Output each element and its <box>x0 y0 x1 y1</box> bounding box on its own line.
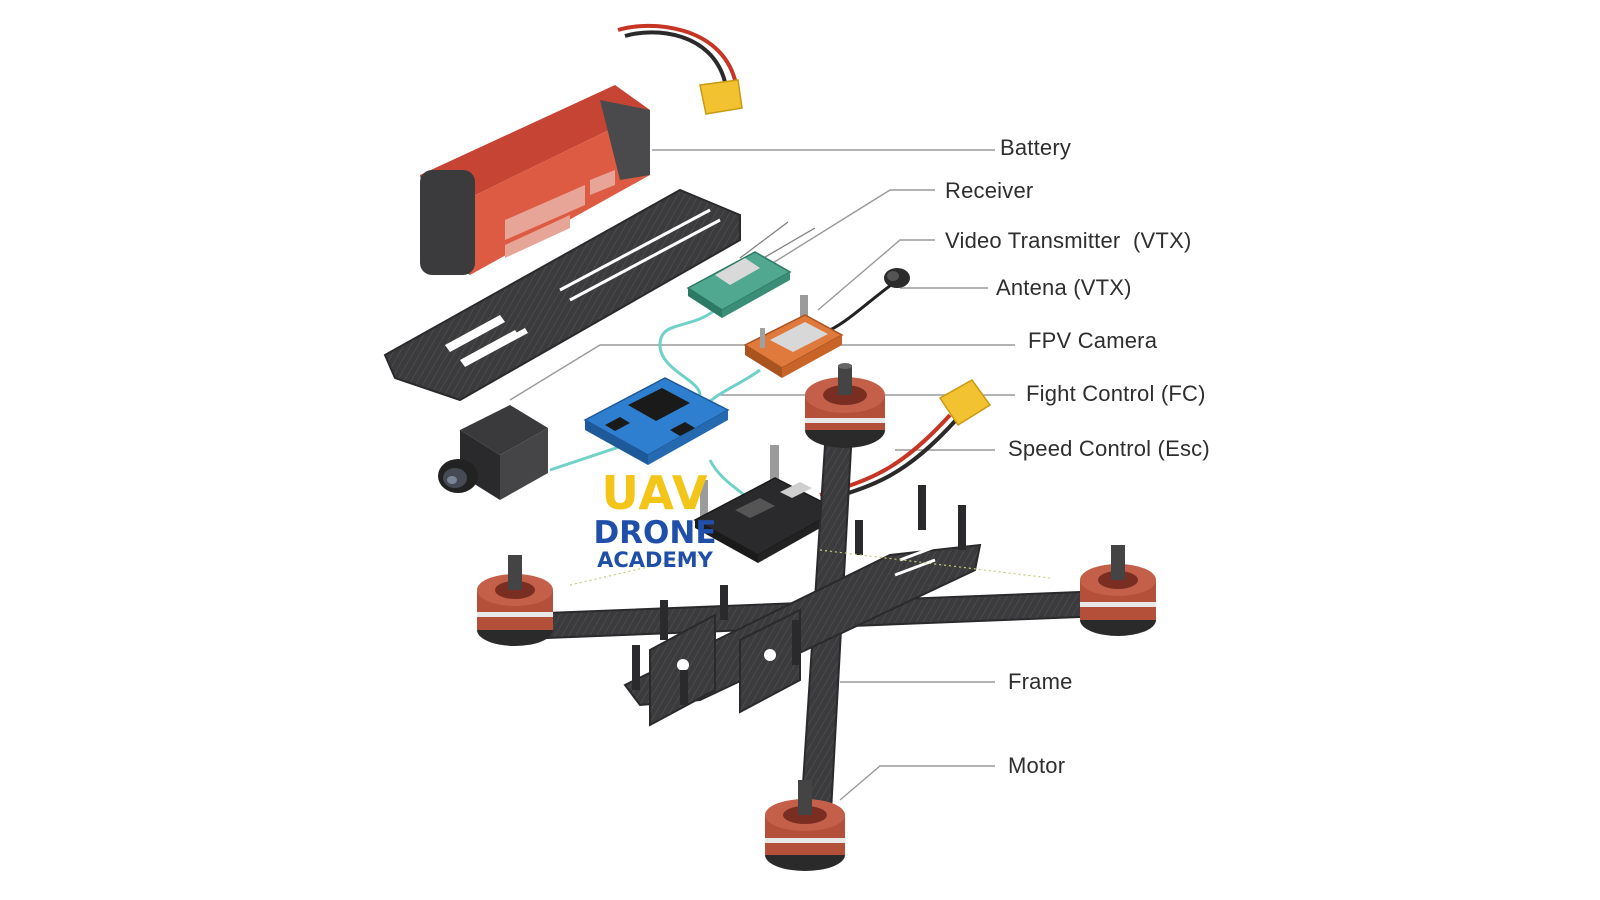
guide-dots <box>569 549 1051 586</box>
motor-right <box>1080 545 1156 636</box>
receiver-leader-line <box>767 189 935 267</box>
motor-top <box>805 363 885 448</box>
receiver-board <box>686 221 816 318</box>
label-antenna: Antena (VTX) <box>996 275 1132 300</box>
fpv-camera-leader-line <box>509 344 1015 401</box>
label-fc: Fight Control (FC) <box>1026 381 1206 406</box>
motor-left <box>477 555 553 646</box>
vtx-leader-line <box>817 239 935 311</box>
logo-line-drone: DRONE <box>593 515 717 551</box>
label-battery: Battery <box>1000 135 1072 160</box>
battery-pack <box>420 23 743 275</box>
fpv-camera <box>438 405 548 500</box>
label-vtx: Video Transmitter (VTX) <box>945 228 1192 253</box>
motor-bottom <box>765 780 845 871</box>
frame <box>494 429 1131 831</box>
label-receiver: Receiver <box>945 178 1034 203</box>
label-frame: Frame <box>1008 669 1073 694</box>
video-transmitter <box>743 268 910 378</box>
flight-controller <box>583 377 730 465</box>
motor-leader-line <box>839 765 995 801</box>
uav-drone-academy-logo: UAV DRONE ACADEMY <box>555 470 755 571</box>
label-esc: Speed Control (Esc) <box>1008 436 1210 461</box>
top-plate <box>383 188 741 402</box>
label-fpv-camera: FPV Camera <box>1028 328 1158 353</box>
logo-line-uav: UAV <box>601 466 709 520</box>
logo-line-academy: ACADEMY <box>597 548 713 572</box>
label-motor: Motor <box>1008 753 1066 778</box>
speed-controller <box>693 445 840 563</box>
